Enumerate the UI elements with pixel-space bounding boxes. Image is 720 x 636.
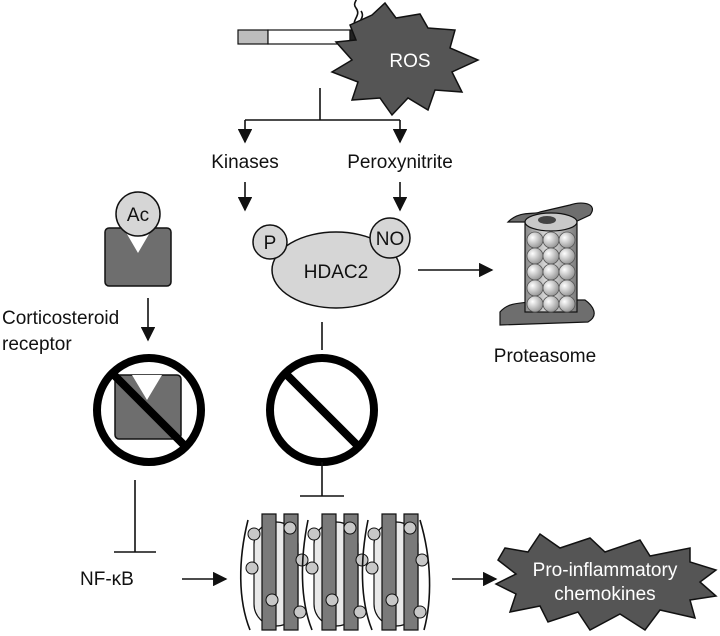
ac-label: Ac bbox=[127, 205, 149, 226]
nucleosome-2 bbox=[301, 513, 369, 631]
ros-label: ROS bbox=[389, 51, 430, 72]
kinases-label: Kinases bbox=[211, 152, 279, 173]
chemokines-label-line2: chemokines bbox=[554, 584, 655, 605]
chemokines-burst-icon: Pro-inflammatory chemokines bbox=[494, 532, 718, 632]
phospho-label: P bbox=[264, 233, 277, 254]
ros-branch-arrows bbox=[237, 88, 408, 144]
hdac2-label: HDAC2 bbox=[304, 262, 368, 283]
chemokines-label-line1: Pro-inflammatory bbox=[533, 560, 678, 581]
nucleosome-3 bbox=[361, 513, 431, 631]
peroxynitrite-label: Peroxynitrite bbox=[347, 152, 453, 173]
receptor-label-line2: receptor bbox=[2, 334, 72, 355]
proteasome-icon bbox=[499, 202, 595, 326]
nucleosome-icon bbox=[239, 513, 431, 631]
nucleosome-1 bbox=[239, 513, 309, 631]
nitro-label: NO bbox=[376, 229, 405, 250]
proteasome-label: Proteasome bbox=[494, 346, 596, 367]
hdac2-prohibit-icon bbox=[266, 354, 378, 466]
receptor-icon: Ac bbox=[104, 191, 172, 287]
nfkb-label: NF-κB bbox=[80, 569, 134, 590]
receptor-label-line1: Corticosteroid bbox=[2, 308, 119, 329]
blocked-receptor-icon bbox=[93, 354, 205, 466]
ros-burst-icon: ROS bbox=[330, 1, 480, 117]
inhibition-lines bbox=[114, 462, 344, 553]
prohibit-icon bbox=[93, 354, 205, 466]
cigarette-icon bbox=[237, 0, 365, 45]
hdac2-icon: P NO HDAC2 bbox=[252, 217, 411, 309]
